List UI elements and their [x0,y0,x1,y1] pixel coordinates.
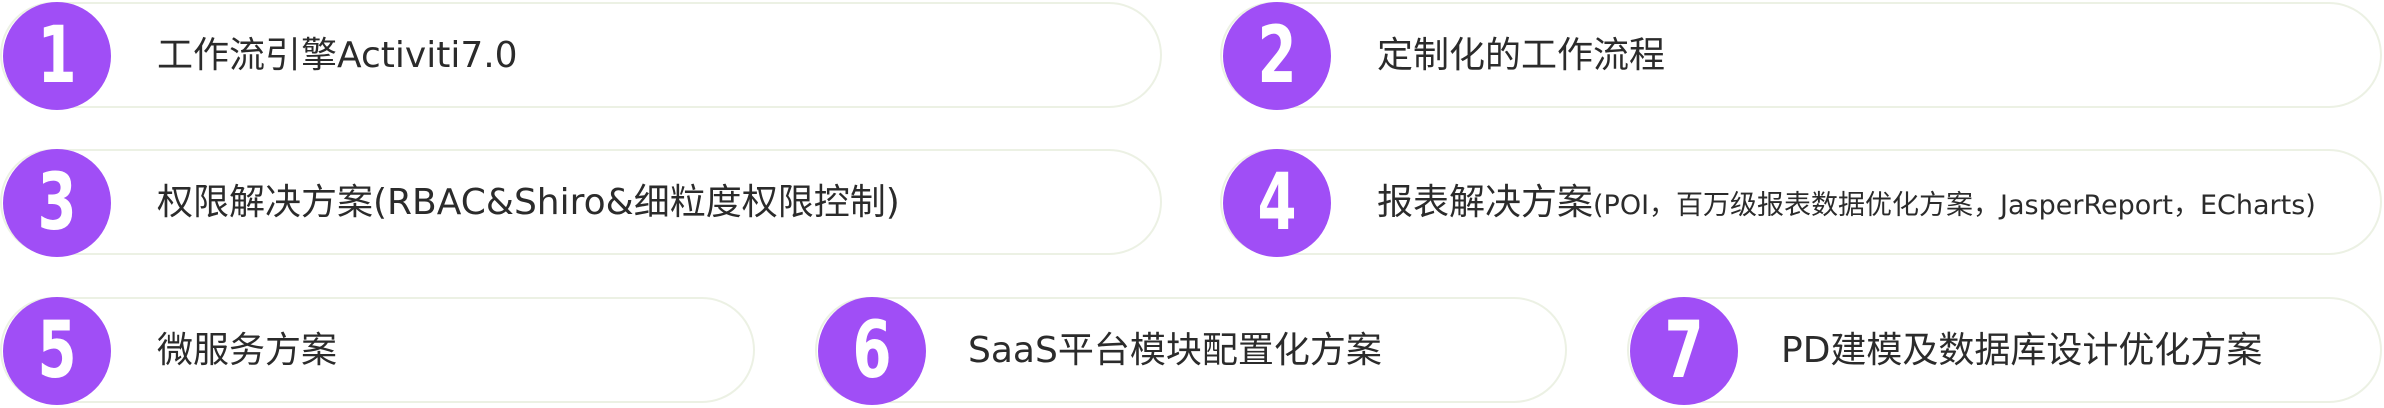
feature-label-7: PD建模及数据库设计优化方案 [1781,330,2263,371]
badge-number-6: 6 [852,306,892,396]
feature-label-4-main: 报表解决方案 [1377,182,1594,223]
feature-label-4: 报表解决方案(POI，百万级报表数据优化方案，JasperReport，ECha… [1377,185,2316,221]
feature-item-4 [1220,149,2382,255]
badge-number-1: 1 [37,11,77,101]
badge-number-5: 5 [37,306,77,396]
badge-number-3: 3 [37,158,77,248]
badge-number-2: 2 [1257,11,1297,101]
feature-label-6: SaaS平台模块配置化方案 [968,330,1382,371]
feature-item-6 [815,297,1567,403]
feature-label-4-detail: (POI，百万级报表数据优化方案，JasperReport，ECharts) [1593,190,2316,221]
badge-number-7: 7 [1664,306,1704,396]
number-badge-7: 7 [1630,297,1738,405]
feature-item-3 [0,149,1162,255]
number-badge-5: 5 [3,297,111,405]
badge-number-4: 4 [1257,158,1297,248]
feature-label-1: 工作流引擎Activiti7.0 [157,35,518,76]
number-badge-4: 4 [1223,149,1331,257]
feature-label-3: 权限解决方案(RBAC&Shiro&细粒度权限控制) [157,182,900,223]
number-badge-1: 1 [3,2,111,110]
feature-item-1 [0,2,1162,108]
feature-item-2 [1220,2,2382,108]
feature-label-5: 微服务方案 [157,330,338,371]
number-badge-6: 6 [818,297,926,405]
feature-item-7 [1627,297,2382,403]
number-badge-3: 3 [3,149,111,257]
number-badge-2: 2 [1223,2,1331,110]
feature-label-2: 定制化的工作流程 [1377,35,1666,76]
feature-item-5 [0,297,755,403]
